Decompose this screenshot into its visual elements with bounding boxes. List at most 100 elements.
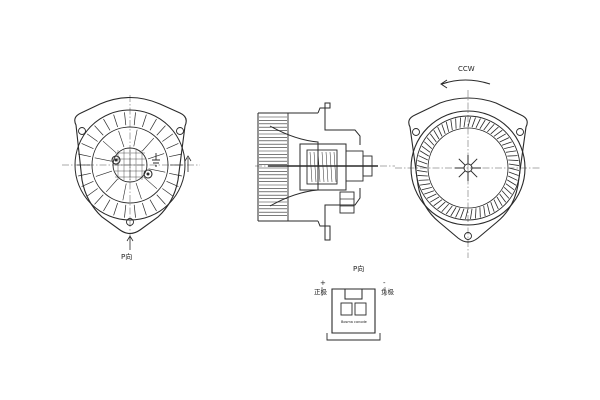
fan-tooth: [424, 190, 435, 195]
rear-inner-rib: [135, 182, 142, 200]
rear-rib: [149, 118, 157, 131]
fan-tooth: [465, 208, 469, 220]
fan-tooth: [496, 133, 507, 140]
rear-rib: [86, 188, 98, 197]
rotor-winding-line: [329, 151, 333, 183]
rear-view: P向: [62, 95, 200, 261]
minus-sign: -: [383, 279, 386, 287]
rear-hub-ring: [112, 147, 148, 183]
fan-tooth: [508, 159, 519, 161]
rear-inner-rib: [142, 137, 155, 151]
fan-tooth: [437, 201, 446, 210]
fan-tooth: [483, 205, 486, 217]
motor-housing-bottom: [317, 188, 361, 241]
connector-pin-left: [340, 302, 353, 316]
fan-tooth: [508, 171, 519, 176]
fan-tooth: [418, 155, 428, 161]
front-flange-outline: [408, 97, 528, 243]
motor-rotor: [306, 149, 338, 185]
fan-tooth: [499, 137, 510, 143]
rear-rib: [124, 204, 127, 218]
rear-inner-ring: [91, 126, 169, 204]
fan-tooth: [445, 205, 453, 215]
side-section-view: [255, 102, 395, 241]
mounting-hole: [464, 232, 472, 240]
fan-tooth: [493, 199, 499, 210]
fan-tooth: [470, 208, 473, 220]
fan-tooth: [507, 179, 517, 186]
p-view-label-connector: P向: [353, 264, 364, 273]
fan-tooth: [433, 129, 440, 140]
rotor-winding-line: [313, 151, 317, 183]
rear-inner-rib: [148, 168, 166, 173]
connector-pin-right: [354, 302, 367, 316]
rear-inner-rib: [133, 129, 138, 147]
screw-left-center: [114, 158, 118, 162]
mounting-hole: [516, 128, 524, 136]
rear-rib: [113, 114, 118, 128]
rear-outer-ring: [74, 109, 186, 221]
fan-tooth: [508, 175, 518, 181]
fan-tooth: [460, 208, 465, 219]
rear-inner-rib: [118, 130, 125, 148]
fan-tooth: [441, 124, 446, 135]
fan-tooth: [441, 203, 449, 212]
fan-tooth: [475, 208, 477, 219]
rear-inner-rib: [105, 179, 118, 193]
fan-tooth: [505, 183, 515, 191]
rear-flange-outline: [74, 96, 187, 235]
fan-tooth: [467, 116, 471, 128]
fan-tooth: [483, 121, 491, 131]
positive-terminal-label: 正极: [314, 287, 328, 296]
hub-spoke: [458, 170, 466, 178]
mounting-hole: [78, 127, 86, 135]
rear-ribs: [77, 112, 183, 218]
rear-rib: [78, 172, 91, 177]
rear-rib: [162, 188, 174, 197]
rear-rib: [142, 114, 147, 128]
fan-inner-ring: [427, 127, 509, 209]
connector-detail: P向 + - 正极 负极 Bosma conode: [314, 264, 395, 341]
front-rim: [415, 115, 521, 221]
fan-tooth: [433, 199, 443, 207]
fan-tooth: [437, 126, 443, 137]
rear-rib: [156, 125, 166, 136]
rotor-winding-line: [317, 151, 321, 183]
fan-tooth: [490, 126, 499, 135]
rotor-winding-line: [309, 151, 313, 183]
fan-tooth: [508, 163, 520, 166]
fan-tooth: [505, 150, 517, 153]
p-view-label-left: P向: [121, 252, 132, 261]
rear-grid: [115, 150, 145, 180]
fan-tooth: [479, 119, 486, 129]
connector-marking: Bosma conode: [341, 320, 367, 324]
fan-tooth: [417, 175, 428, 177]
rear-inner-rib: [122, 183, 127, 201]
fan-tooth: [424, 141, 433, 149]
rotation-label: CCW: [458, 65, 475, 73]
fan-tooth: [459, 117, 461, 128]
rear-rib: [133, 112, 136, 126]
rotor-windings: [309, 151, 337, 183]
fan-tooth: [429, 133, 437, 143]
fan-tooth: [450, 119, 453, 131]
rear-rib: [81, 180, 94, 187]
rear-inner-rib: [94, 157, 112, 162]
hub-spoke: [470, 170, 478, 178]
negative-terminal-label: 负极: [381, 287, 395, 296]
rear-inner-rib: [102, 140, 116, 153]
fan-tooth: [426, 193, 437, 199]
rotor-winding-line: [321, 151, 325, 183]
rear-rib: [149, 199, 157, 212]
motor-housing-top: [317, 102, 361, 145]
mounting-hole: [412, 128, 420, 136]
fan-tooth: [471, 117, 476, 128]
rotor-winding-line: [333, 151, 337, 183]
fan-tooth: [487, 124, 495, 133]
front-outer-ring: [410, 110, 526, 226]
rear-rib: [103, 199, 111, 212]
mounting-hole: [126, 218, 134, 226]
fan-tooth: [419, 150, 429, 157]
p-view-arrow: [126, 235, 134, 250]
